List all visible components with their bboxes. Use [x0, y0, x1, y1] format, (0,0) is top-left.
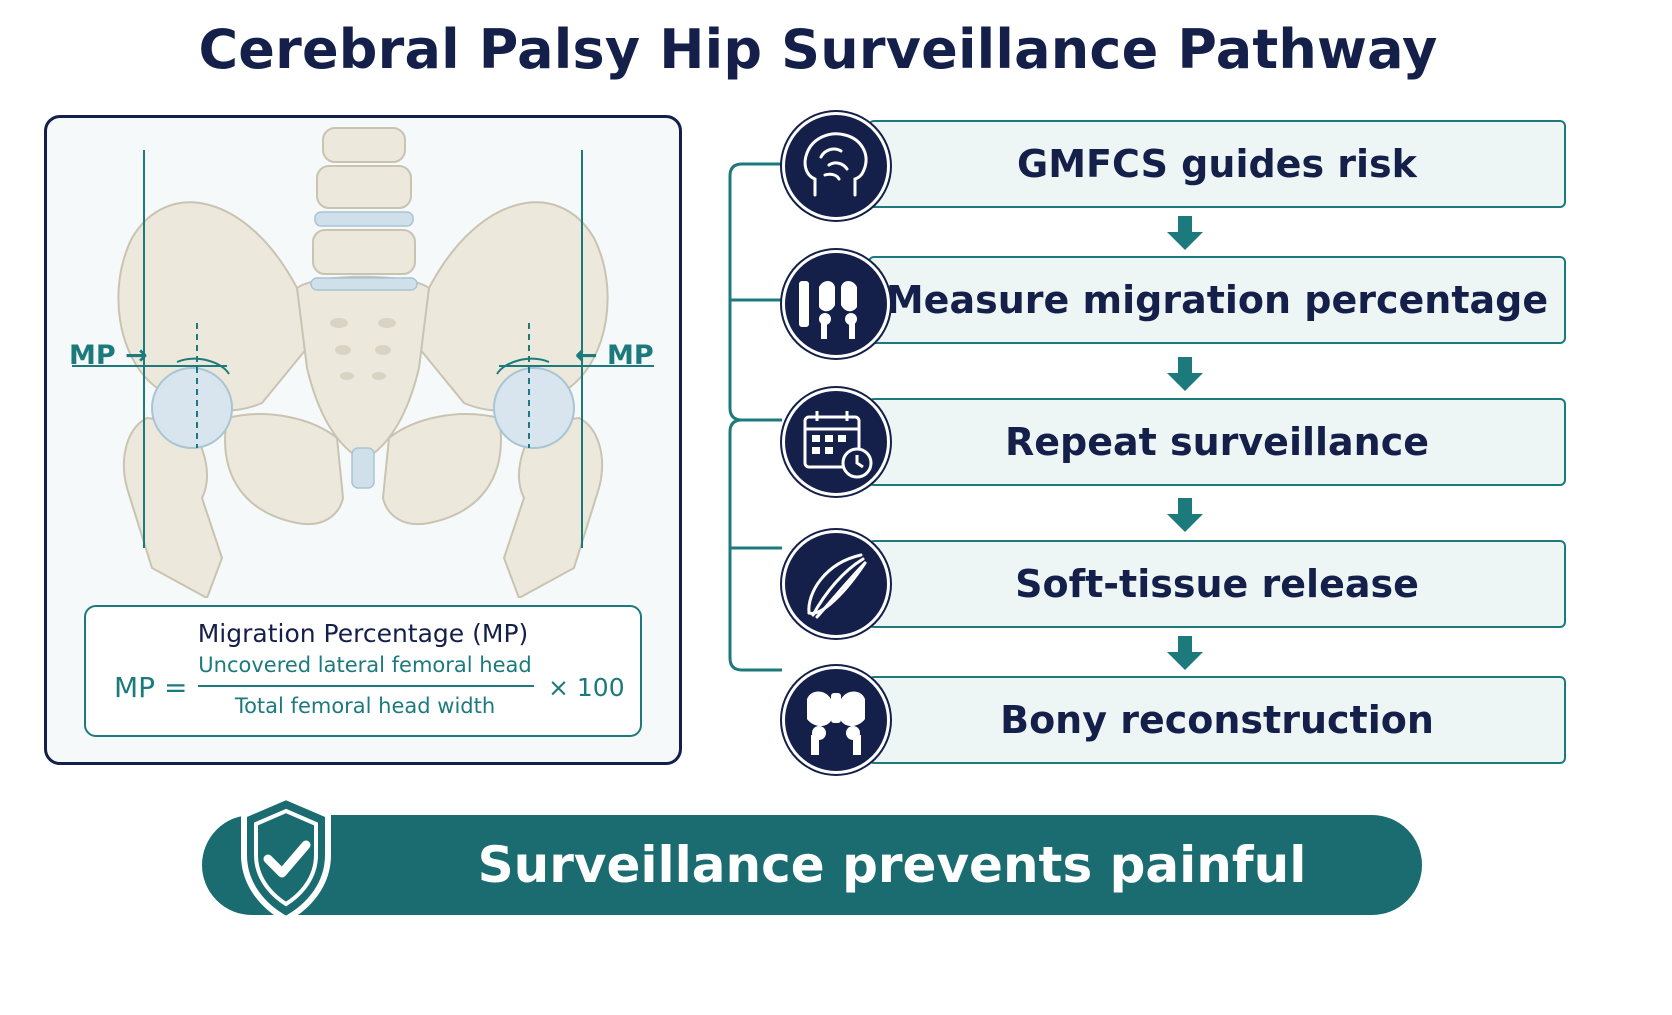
step-bony-reconstruction: Bony reconstruction — [868, 676, 1566, 764]
step-label: Measure migration percentage — [885, 278, 1549, 322]
step-gmfcs: GMFCS guides risk — [868, 120, 1566, 208]
step-measure-mp: Measure migration percentage — [868, 256, 1566, 344]
down-arrow-icon — [1167, 357, 1203, 391]
formula-denominator: Total femoral head width — [234, 694, 496, 718]
pelvis-illustration — [72, 127, 654, 598]
fraction-bar — [198, 685, 534, 687]
formula-box: Migration Percentage (MP) MP = Uncovered… — [84, 605, 642, 737]
mp-right-label: ← MP — [575, 340, 654, 371]
shield-check-icon — [241, 793, 331, 923]
xray-pelvis-icon — [782, 250, 890, 358]
down-arrow-icon — [1167, 216, 1203, 250]
calendar-clock-icon — [782, 388, 890, 496]
step-label: Soft-tissue release — [1015, 562, 1419, 606]
down-arrow-icon — [1167, 498, 1203, 532]
step-label: Repeat surveillance — [1004, 420, 1430, 464]
formula-multiplier: × 100 — [548, 673, 625, 702]
pelvis-icon — [782, 666, 890, 774]
brain-head-icon — [782, 112, 890, 220]
page-title: Cerebral Palsy Hip Surveillance Pathway — [198, 18, 1438, 81]
muscle-icon — [782, 530, 890, 638]
mp-left-label: MP → — [69, 340, 148, 371]
anatomy-panel: MP → ← MP Migration Percentage (MP) MP =… — [44, 115, 682, 765]
pathway-bracket — [728, 162, 782, 672]
bottom-banner: Surveillance prevents painful dislocatio… — [202, 815, 1422, 994]
banner-text: Surveillance prevents painful dislocatio… — [477, 836, 1307, 994]
step-label: GMFCS guides risk — [1017, 142, 1417, 186]
step-label: Bony reconstruction — [1000, 698, 1434, 742]
down-arrow-icon — [1167, 636, 1203, 670]
step-soft-tissue-release: Soft-tissue release — [868, 540, 1566, 628]
step-repeat-surveillance: Repeat surveillance — [868, 398, 1566, 486]
formula-title: Migration Percentage (MP) — [197, 619, 529, 648]
formula-lhs: MP = — [114, 671, 188, 704]
formula-numerator: Uncovered lateral femoral head — [198, 653, 532, 677]
